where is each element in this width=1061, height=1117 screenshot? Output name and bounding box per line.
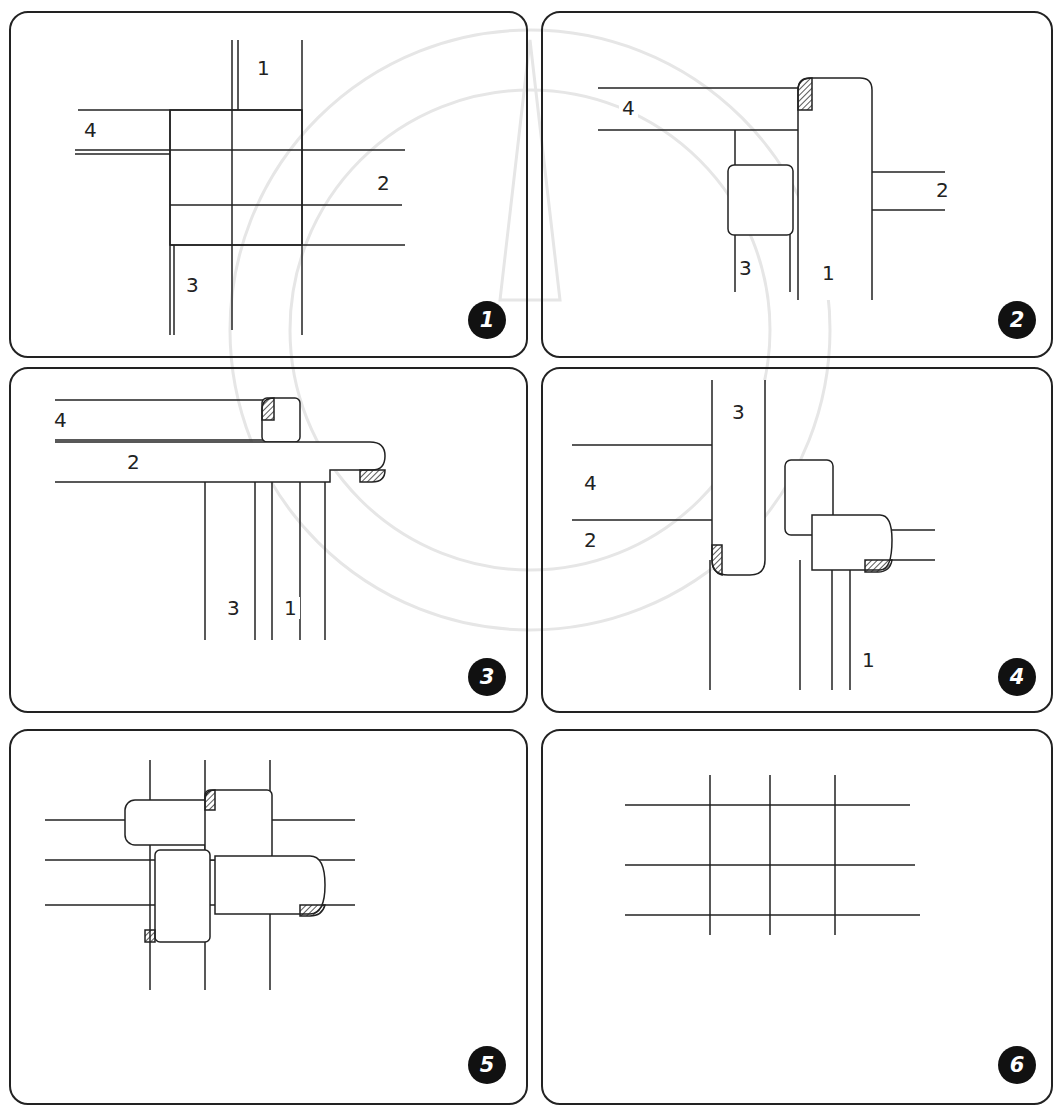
strip-number: 3 <box>729 401 748 423</box>
step-badge: 4 <box>998 658 1036 696</box>
strip-number: 4 <box>619 97 638 119</box>
strip-number: 4 <box>81 119 100 141</box>
strip-number: 2 <box>374 172 393 194</box>
step-number: 4 <box>1010 665 1025 689</box>
step-number: 5 <box>480 1053 495 1077</box>
strip-number: 3 <box>736 257 755 279</box>
strip-number: 1 <box>281 597 300 619</box>
strip-number: 2 <box>124 451 143 473</box>
step-number: 1 <box>480 308 495 332</box>
strip-number: 3 <box>183 274 202 296</box>
strips <box>45 40 945 990</box>
strip-number: 3 <box>224 597 243 619</box>
step-badge: 2 <box>998 301 1036 339</box>
strip-number: 4 <box>51 409 70 431</box>
strip-number: 2 <box>933 179 952 201</box>
step-number: 3 <box>480 665 495 689</box>
step-number: 2 <box>1010 308 1025 332</box>
watermark-seal <box>230 30 830 630</box>
strip-number: 1 <box>254 57 273 79</box>
step-badge: 5 <box>468 1046 506 1084</box>
strip-number: 1 <box>819 262 838 284</box>
strip-number: 4 <box>581 472 600 494</box>
strip-number: 2 <box>581 529 600 551</box>
step-badge: 6 <box>998 1046 1036 1084</box>
panel-frames <box>10 12 1052 1104</box>
step-badge: 3 <box>468 658 506 696</box>
step-number: 6 <box>1010 1053 1025 1077</box>
step-badge: 1 <box>468 301 506 339</box>
strip-number: 1 <box>859 649 878 671</box>
